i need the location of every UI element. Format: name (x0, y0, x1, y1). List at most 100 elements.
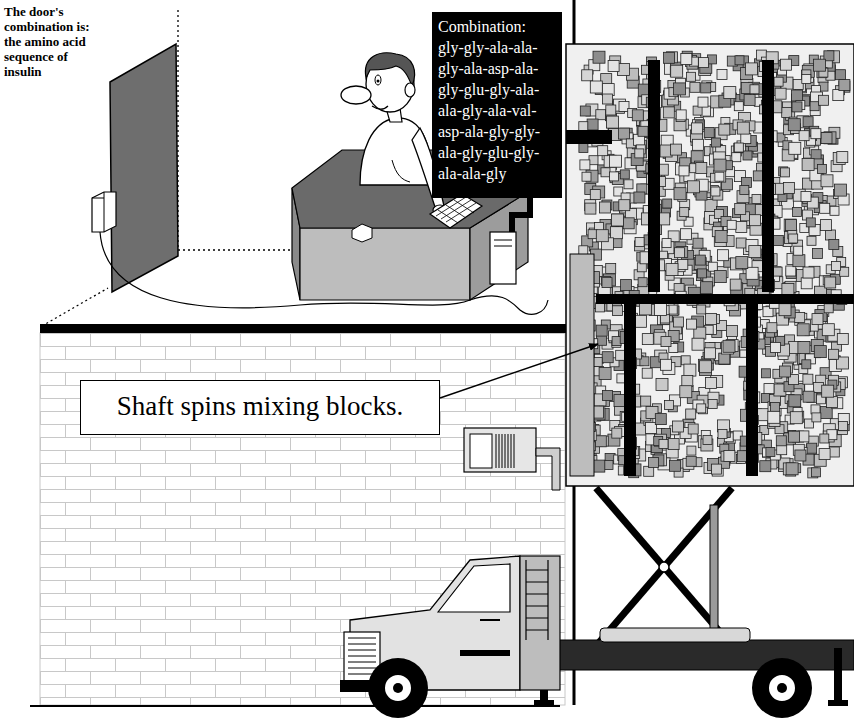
mixing-block (775, 88, 786, 99)
mixing-block (602, 352, 613, 363)
mixing-block (714, 159, 726, 171)
mixing-block (688, 424, 698, 434)
mixing-block (674, 83, 686, 95)
mixing-block (674, 317, 684, 327)
mixing-block (712, 465, 723, 476)
mixing-block (789, 142, 801, 154)
mixing-block (649, 458, 659, 468)
ground-line (30, 705, 560, 707)
mixing-block (734, 143, 743, 152)
mixing-block (819, 95, 829, 105)
mixing-block (593, 460, 605, 472)
mixing-block (835, 70, 845, 80)
mixing-block (697, 269, 706, 278)
mixing-block (803, 374, 813, 384)
mixing-block (585, 203, 596, 214)
sequence-line: ala-ala-gly (438, 165, 506, 182)
mixing-block (711, 138, 720, 147)
mixing-block (764, 384, 774, 394)
mixing-block (680, 208, 689, 217)
mixing-block (711, 187, 720, 196)
mixing-block (773, 267, 782, 276)
mixing-block (811, 468, 820, 477)
mixing-block (782, 107, 792, 117)
mixing-block (766, 447, 775, 456)
mixing-block (590, 190, 600, 200)
mixing-block (826, 397, 837, 408)
mixing-block (743, 151, 752, 160)
mixing-block (599, 368, 611, 380)
mixing-block (760, 461, 771, 472)
mixing-block (807, 236, 816, 245)
screen-heading: Combination: (438, 16, 556, 37)
mixing-block (734, 143, 743, 152)
mixing-block (814, 346, 826, 358)
mixing-block (817, 164, 826, 173)
mixing-block (750, 85, 759, 94)
keyboard (430, 194, 482, 228)
mixing-block (770, 342, 780, 352)
mixing-block (832, 262, 841, 271)
mixing-block (612, 428, 622, 438)
mixing-block (719, 124, 730, 135)
callout-box: Shaft spins mixing blocks. (80, 380, 440, 435)
mixing-block (604, 461, 613, 470)
mixing-blocks (578, 50, 850, 478)
mixing-block (705, 348, 716, 359)
truck (340, 556, 854, 718)
mixing-block (788, 119, 800, 131)
mixing-block (839, 421, 849, 431)
mixing-block (610, 155, 622, 167)
mixing-block (674, 188, 686, 200)
mixing-block (612, 337, 621, 346)
mixing-block (596, 110, 606, 120)
mixing-block (612, 214, 624, 226)
mixing-block (807, 443, 817, 453)
dotted-line (178, 10, 300, 250)
mixing-block (715, 172, 724, 181)
dotted-line (42, 288, 108, 326)
mixing-block (806, 218, 815, 227)
mixing-block (774, 77, 783, 86)
mixing-block (684, 364, 696, 376)
mixing-block (773, 236, 783, 246)
mixing-block (640, 303, 652, 315)
mixing-block (697, 404, 706, 413)
mixing-block (714, 271, 726, 283)
mixing-block (635, 149, 644, 158)
mixing-block (810, 102, 819, 111)
mixing-block (795, 450, 806, 461)
mixing-block (635, 237, 644, 246)
mixing-block (790, 412, 802, 424)
mixing-block (610, 172, 619, 181)
mixing-block (687, 181, 699, 193)
mixing-block (686, 456, 696, 466)
mixing-block (797, 324, 809, 336)
mixing-block (596, 303, 605, 312)
mixing-block (663, 107, 674, 118)
mixing-block (718, 250, 729, 261)
mixing-block (789, 431, 800, 442)
mixing-block (641, 396, 651, 406)
mixing-block (603, 391, 613, 401)
mixing-block (793, 208, 802, 217)
mixing-block (736, 222, 747, 233)
mixing-block (839, 80, 850, 91)
amino-acid-sequence: gly-gly-ala-ala- gly-ala-asp-ala- gly-gl… (438, 37, 556, 184)
mixing-block (642, 334, 653, 345)
mixing-block (700, 361, 712, 373)
mixing-block (678, 260, 688, 270)
mixing-block (668, 439, 679, 450)
sequence-line: ala-gly-ala-val- (438, 102, 537, 119)
mixing-block (820, 220, 831, 231)
brick-wall (40, 333, 565, 705)
mixing-block (580, 106, 590, 116)
mixing-block (753, 171, 763, 181)
keypad-edge (92, 192, 104, 232)
mixing-block (776, 436, 786, 446)
mixing-block (687, 72, 696, 81)
mixing-block (734, 102, 743, 111)
mixing-block (608, 60, 619, 71)
mixing-block (606, 105, 616, 115)
